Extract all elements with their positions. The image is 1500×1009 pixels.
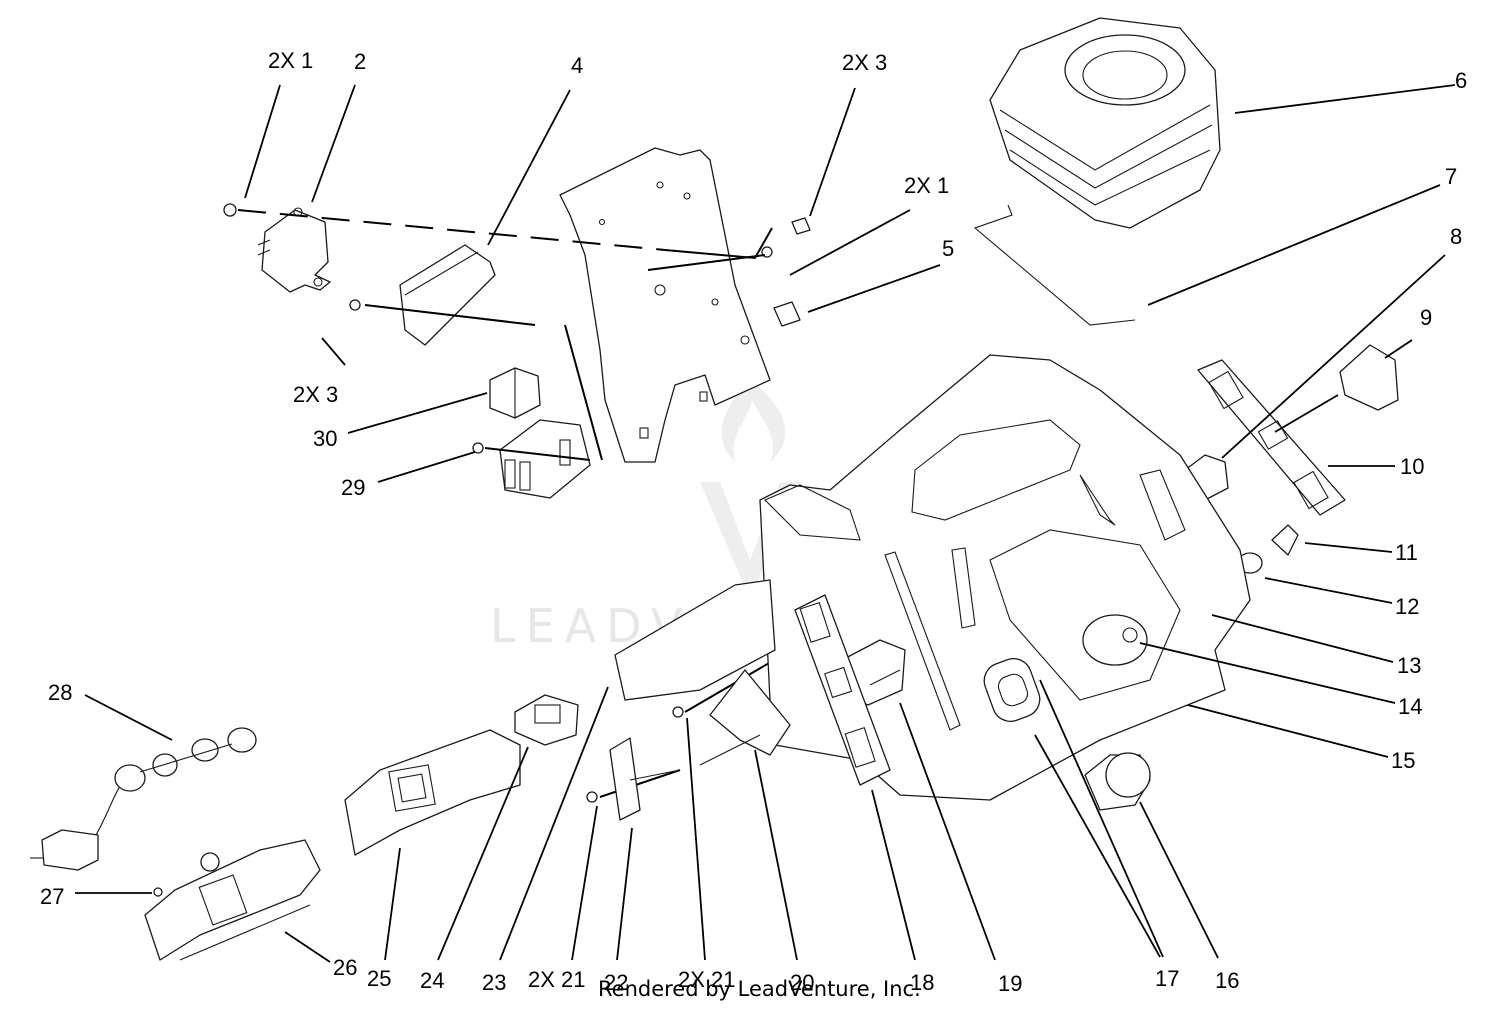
callout-26: 26 <box>333 955 357 980</box>
callout-20: 20 <box>790 970 814 995</box>
callout-2x3-top: 2X 3 <box>842 50 887 75</box>
leader-lines <box>75 84 1456 963</box>
cover-part-25 <box>344 729 521 856</box>
callout-2x21-b: 2X 21 <box>678 967 736 992</box>
bracket-plate <box>559 147 771 463</box>
callout-9: 9 <box>1420 305 1432 330</box>
callout-23: 23 <box>482 970 506 995</box>
bracket-part-20 <box>699 669 791 766</box>
callout-2: 2 <box>354 49 366 74</box>
callout-11: 11 <box>1395 540 1418 565</box>
callout-30: 30 <box>313 426 337 451</box>
callout-16: 16 <box>1215 968 1239 993</box>
footer-credit: Rendered by LeadVenture, Inc. <box>598 977 921 1001</box>
callout-14: 14 <box>1398 694 1422 719</box>
panel-part-23 <box>614 579 776 701</box>
switch-part-22 <box>609 737 681 821</box>
callout-2x3-left: 2X 3 <box>293 382 338 407</box>
callout-12: 12 <box>1395 594 1419 619</box>
callout-17: 17 <box>1155 966 1179 991</box>
connector-part-24 <box>514 694 579 746</box>
callout-13: 13 <box>1397 653 1421 678</box>
hardware-screws <box>153 203 811 897</box>
relay-part-30 <box>489 367 541 419</box>
callout-28: 28 <box>48 680 72 705</box>
console-part-15 <box>759 354 1251 801</box>
module-part-4 <box>399 244 496 346</box>
switch-plate-part-10 <box>1197 359 1346 516</box>
callout-29: 29 <box>341 475 365 500</box>
button-part-17 <box>983 658 1041 722</box>
callout-4: 4 <box>571 53 583 78</box>
callout-18: 18 <box>910 970 934 995</box>
callout-2x1-mid: 2X 1 <box>904 173 949 198</box>
callout-2x21-a: 2X 21 <box>528 967 586 992</box>
key-part-11 <box>1271 524 1299 556</box>
callout-15: 15 <box>1391 748 1415 773</box>
callout-6: 6 <box>1455 68 1467 93</box>
callout-22: 22 <box>604 970 628 995</box>
plate-part-26 <box>144 839 321 961</box>
callout-24: 24 <box>420 968 444 993</box>
cap-part-16 <box>1084 752 1151 811</box>
knob-part-9 <box>1339 344 1399 411</box>
watermark-flame-icon <box>721 380 786 462</box>
lamp-part-14 <box>1082 614 1148 666</box>
rod-part-7 <box>973 204 1136 326</box>
callout-27: 27 <box>40 884 64 909</box>
callout-19: 19 <box>998 971 1022 996</box>
callout-2x1-top: 2X 1 <box>268 48 313 73</box>
boot-part-6 <box>989 17 1221 229</box>
callout-labels: 2X 1 2 4 2X 3 6 2X 1 5 7 8 9 2X 3 30 29 … <box>40 48 1467 996</box>
callout-25: 25 <box>367 966 391 991</box>
callout-8: 8 <box>1450 224 1462 249</box>
relay-part-2 <box>257 207 331 293</box>
solenoid-part-29 <box>499 419 591 499</box>
callout-7: 7 <box>1445 164 1457 189</box>
callout-10: 10 <box>1400 454 1424 479</box>
harness-part-28 <box>30 727 257 871</box>
switch-panel-part-18 <box>794 594 891 786</box>
callout-5: 5 <box>942 236 954 261</box>
